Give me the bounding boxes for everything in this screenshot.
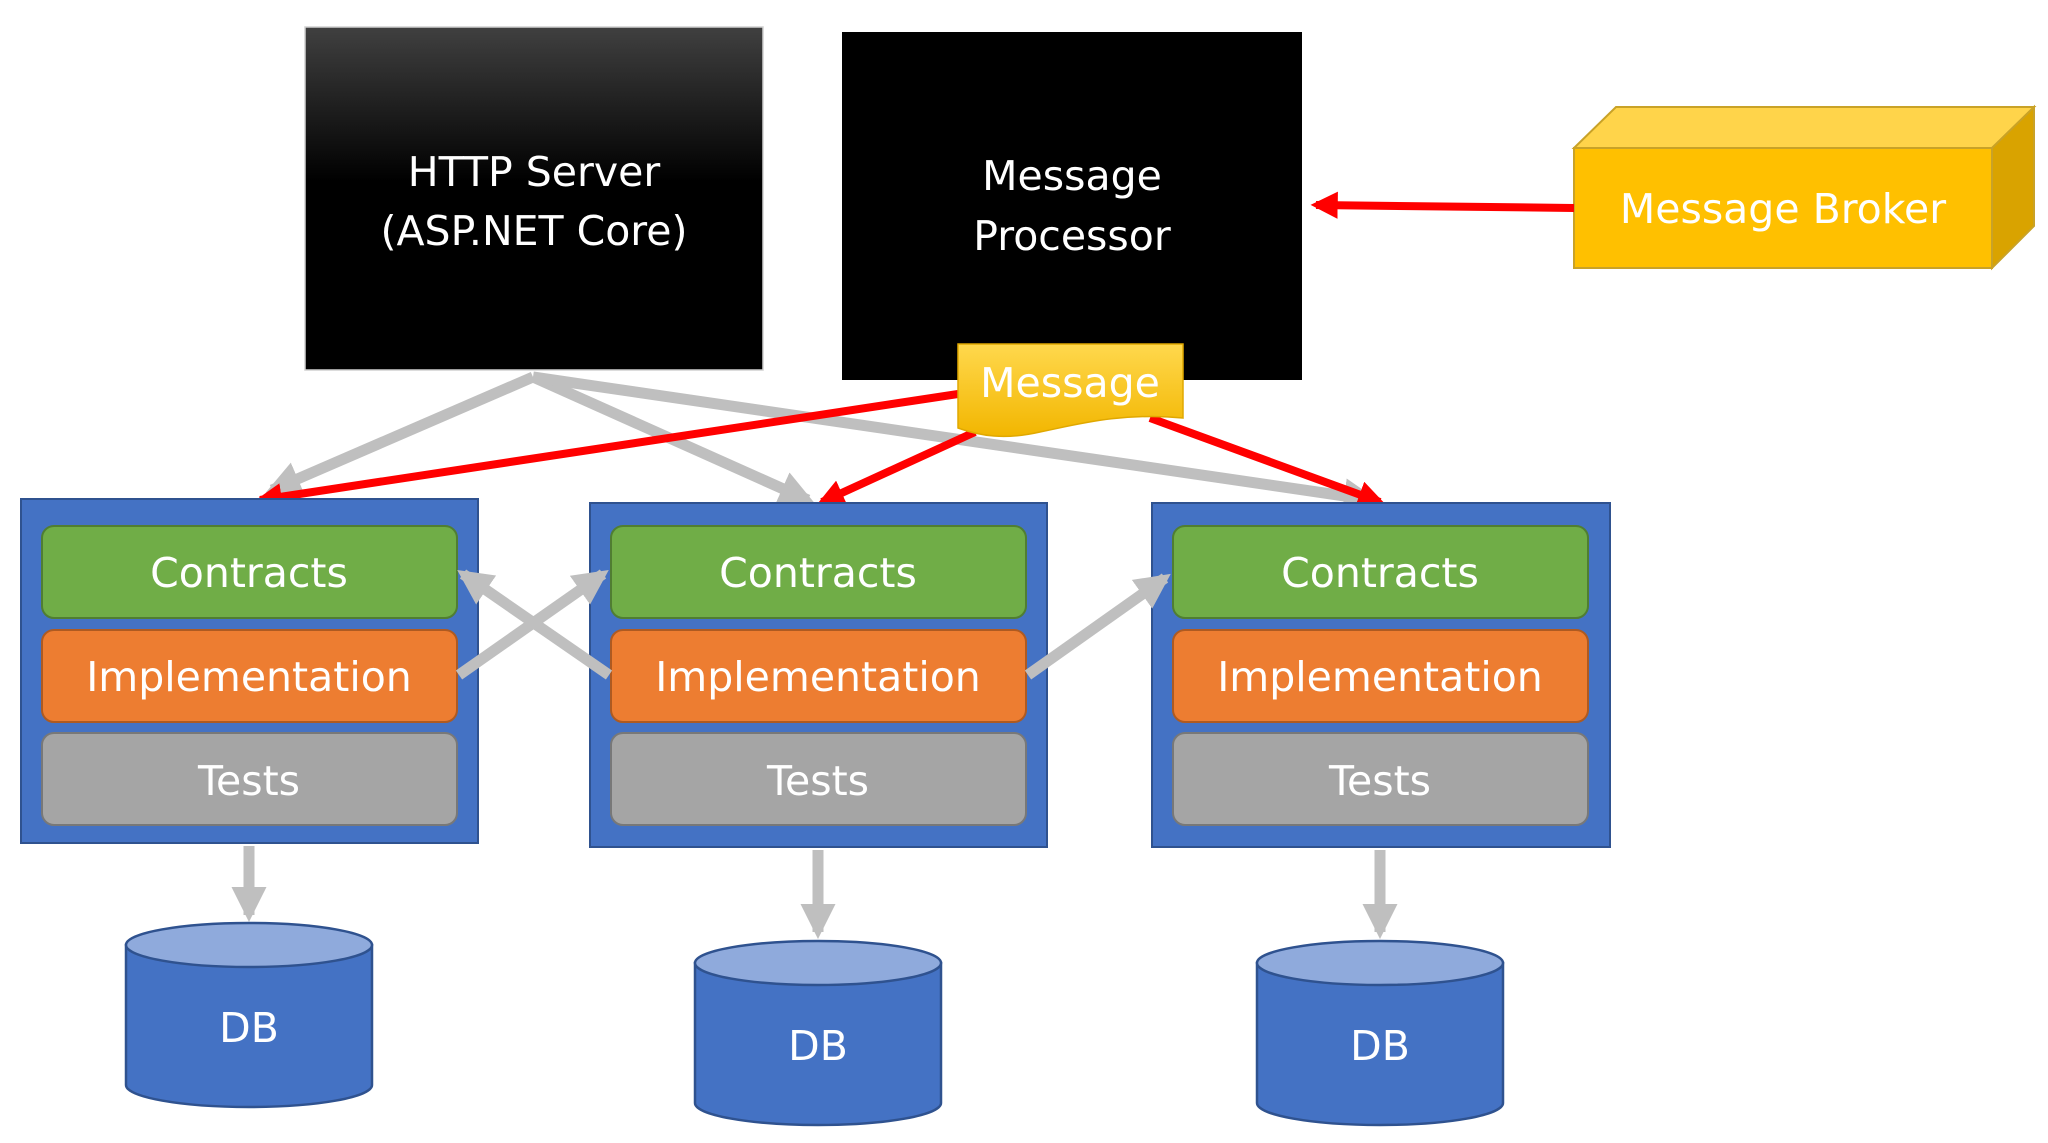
db-2: DB [693,939,943,1127]
http-server-subtitle: (ASP.NET Core) [381,207,688,255]
message-to-module-1-arrow [254,390,959,511]
db-1-label: DB [219,1004,279,1052]
db-3-label: DB [1350,1022,1410,1070]
message-processor-title: Message [982,152,1162,200]
module-1-tests [41,732,458,826]
impl-2-to-contracts-3-arrow [1024,573,1171,680]
impl-2-to-contracts-1-arrow [457,569,613,680]
message-document: Message [957,343,1184,438]
module-dependency-connectors [455,569,1171,680]
module-2: Contracts Implementation Tests [589,502,1048,848]
broker-to-processor-arrow [1310,191,1575,219]
message-connectors [254,390,1386,511]
module-1-implementation-label: Implementation [86,653,412,701]
module-1-contracts-label: Contracts [150,549,348,597]
module-3-contracts-label: Contracts [1281,549,1479,597]
module-3-implementation [1172,629,1589,723]
db-1: DB [124,921,374,1109]
message-broker: Message Broker [1571,104,2037,271]
message-processor: Message Processor [842,32,1302,380]
module-2-tests-label: Tests [766,757,869,805]
module-2-implementation-label: Implementation [655,653,981,701]
message-to-module-2-arrow [817,428,977,506]
message-broker-label: Message Broker [1620,185,1946,233]
module-1: Contracts Implementation Tests [20,498,479,844]
module-3-implementation-label: Implementation [1217,653,1543,701]
http-to-module-1-arrow [265,371,536,496]
module-2-tests [610,732,1027,826]
db-3: DB [1255,939,1505,1127]
module-3-contracts [1172,525,1589,619]
db-connectors [231,846,1398,940]
http-server: HTTP Server (ASP.NET Core) [304,26,764,371]
module-3: Contracts Implementation Tests [1151,502,1611,848]
module-2-implementation [610,629,1027,723]
db-2-label: DB [788,1022,848,1070]
module-3-tests-label: Tests [1328,757,1431,805]
module-2-contracts-label: Contracts [719,549,917,597]
http-server-title: HTTP Server [408,148,661,196]
message-processor-subtitle: Processor [973,212,1171,260]
module-2-contracts [610,525,1027,619]
module-1-implementation [41,629,458,723]
message-label: Message [980,359,1160,407]
module-3-tests [1172,732,1589,826]
module-1-contracts [41,525,458,619]
module-1-tests-label: Tests [197,757,300,805]
message-to-module-3-arrow [1148,414,1386,508]
